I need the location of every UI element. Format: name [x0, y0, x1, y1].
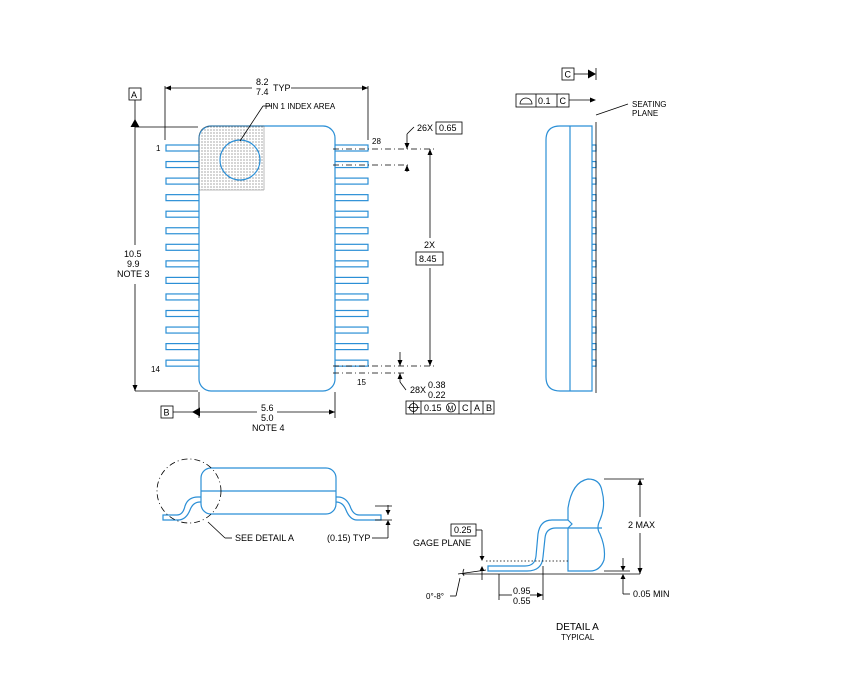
- gage-label: GAGE PLANE: [413, 538, 471, 548]
- detail-a: 0.25 GAGE PLANE 0°-8° 0.95 0.55 2 MAX: [413, 478, 670, 642]
- lead-right: [333, 276, 369, 284]
- pitch-value: 0.65: [439, 123, 457, 133]
- lead-right: [333, 160, 369, 169]
- lead-left: [165, 260, 201, 268]
- detail-subtitle: TYPICAL: [561, 633, 595, 642]
- body-width-note: NOTE 4: [252, 423, 285, 433]
- right-leads: [333, 144, 369, 367]
- lead-right: [333, 243, 369, 251]
- flatness-frame: 0.1 C: [515, 93, 596, 108]
- detail-a-callout-circle: [156, 458, 222, 524]
- span-count: 2X: [424, 240, 435, 250]
- pitch-count: 26X: [417, 123, 433, 133]
- lead-right: [333, 144, 369, 152]
- lead-count: 28X: [410, 385, 426, 395]
- body-width-min: 5.0: [261, 413, 274, 423]
- span-value: 8.45: [419, 254, 437, 264]
- datum-c: C: [565, 70, 572, 80]
- package-body-top: [198, 125, 336, 392]
- top-view: 8.2 7.4 TYP PIN 1 INDEX AREA A 10.5 9.9 …: [117, 77, 495, 433]
- seating-label-2: PLANE: [632, 109, 658, 118]
- pin1-index-area: [198, 125, 265, 191]
- lead-right: [333, 309, 369, 318]
- front-view: SEE DETAIL A (0.15) TYP: [156, 458, 392, 543]
- lead-left: [165, 276, 201, 284]
- width-typ: TYP: [273, 83, 291, 93]
- position-tolerance-frame: 0.15 M C A B: [405, 400, 495, 415]
- lead-left: [165, 194, 201, 202]
- datum-a: A: [131, 90, 137, 100]
- lead-width-max: 0.38: [428, 380, 446, 390]
- detail-body-section: [567, 478, 606, 572]
- pin1-label: PIN 1 INDEX AREA: [265, 102, 336, 111]
- thickness-typ: (0.15) TYP: [327, 533, 370, 543]
- lead-left: [165, 160, 201, 169]
- pin-14-number: 14: [151, 365, 160, 374]
- lead-right: [333, 177, 369, 185]
- height-min: 9.9: [127, 259, 140, 269]
- gage-value: 0.25: [454, 525, 472, 535]
- lead-right: [333, 194, 369, 202]
- position-tolerance: 0.15: [424, 403, 442, 413]
- lead-width-min: 0.22: [428, 390, 446, 400]
- pin1-marker: [219, 139, 261, 181]
- lead-left: [165, 326, 201, 334]
- lead-right: [333, 343, 369, 351]
- foot-length-min: 0.55: [513, 596, 531, 606]
- mmc-modifier: M: [448, 406, 454, 413]
- frame-ref-b: B: [486, 403, 492, 413]
- lead-right: [333, 359, 369, 367]
- lead-left: [165, 359, 201, 367]
- lead-left: [165, 309, 201, 318]
- see-detail-label: SEE DETAIL A: [235, 533, 294, 543]
- foot-length-max: 0.95: [513, 586, 531, 596]
- pin-1-number: 1: [156, 144, 161, 153]
- flatness-value: 0.1: [538, 96, 551, 106]
- pin-28-number: 28: [372, 137, 381, 146]
- lead-left: [165, 227, 201, 235]
- lead-right: [333, 326, 369, 334]
- package-body-side: [545, 125, 593, 392]
- pin-15-number: 15: [357, 378, 366, 387]
- height-note: NOTE 3: [117, 269, 150, 279]
- detail-title: DETAIL A: [556, 622, 599, 633]
- profile-symbol-icon: [519, 97, 533, 105]
- lead-right: [333, 293, 369, 301]
- detail-lead: [487, 519, 568, 572]
- frame-ref-c: C: [462, 403, 469, 413]
- lead-left: [165, 210, 201, 218]
- width-max: 8.2: [256, 77, 269, 87]
- seating-label-1: SEATING: [632, 100, 667, 109]
- lead-right: [333, 260, 369, 268]
- lead-left: [165, 243, 201, 251]
- lead-left: [165, 343, 201, 351]
- frame-ref-a: A: [474, 403, 480, 413]
- foot-angle: 0°-8°: [426, 592, 444, 601]
- height-max: 10.5: [124, 249, 142, 259]
- left-leads: [165, 144, 201, 367]
- lead-left: [165, 144, 201, 152]
- standoff-min: 0.05 MIN: [633, 589, 670, 599]
- side-view: C 0.1 C SEATING PLANE: [515, 67, 667, 393]
- body-width-max: 5.6: [261, 403, 274, 413]
- flatness-ref: C: [560, 96, 567, 106]
- lead-right: [333, 227, 369, 235]
- lead-left: [165, 177, 201, 185]
- height-max-label: 2 MAX: [628, 520, 655, 530]
- lead-right: [333, 210, 369, 218]
- lead-left: [165, 293, 201, 301]
- width-min: 7.4: [256, 87, 269, 97]
- datum-b: B: [164, 408, 170, 418]
